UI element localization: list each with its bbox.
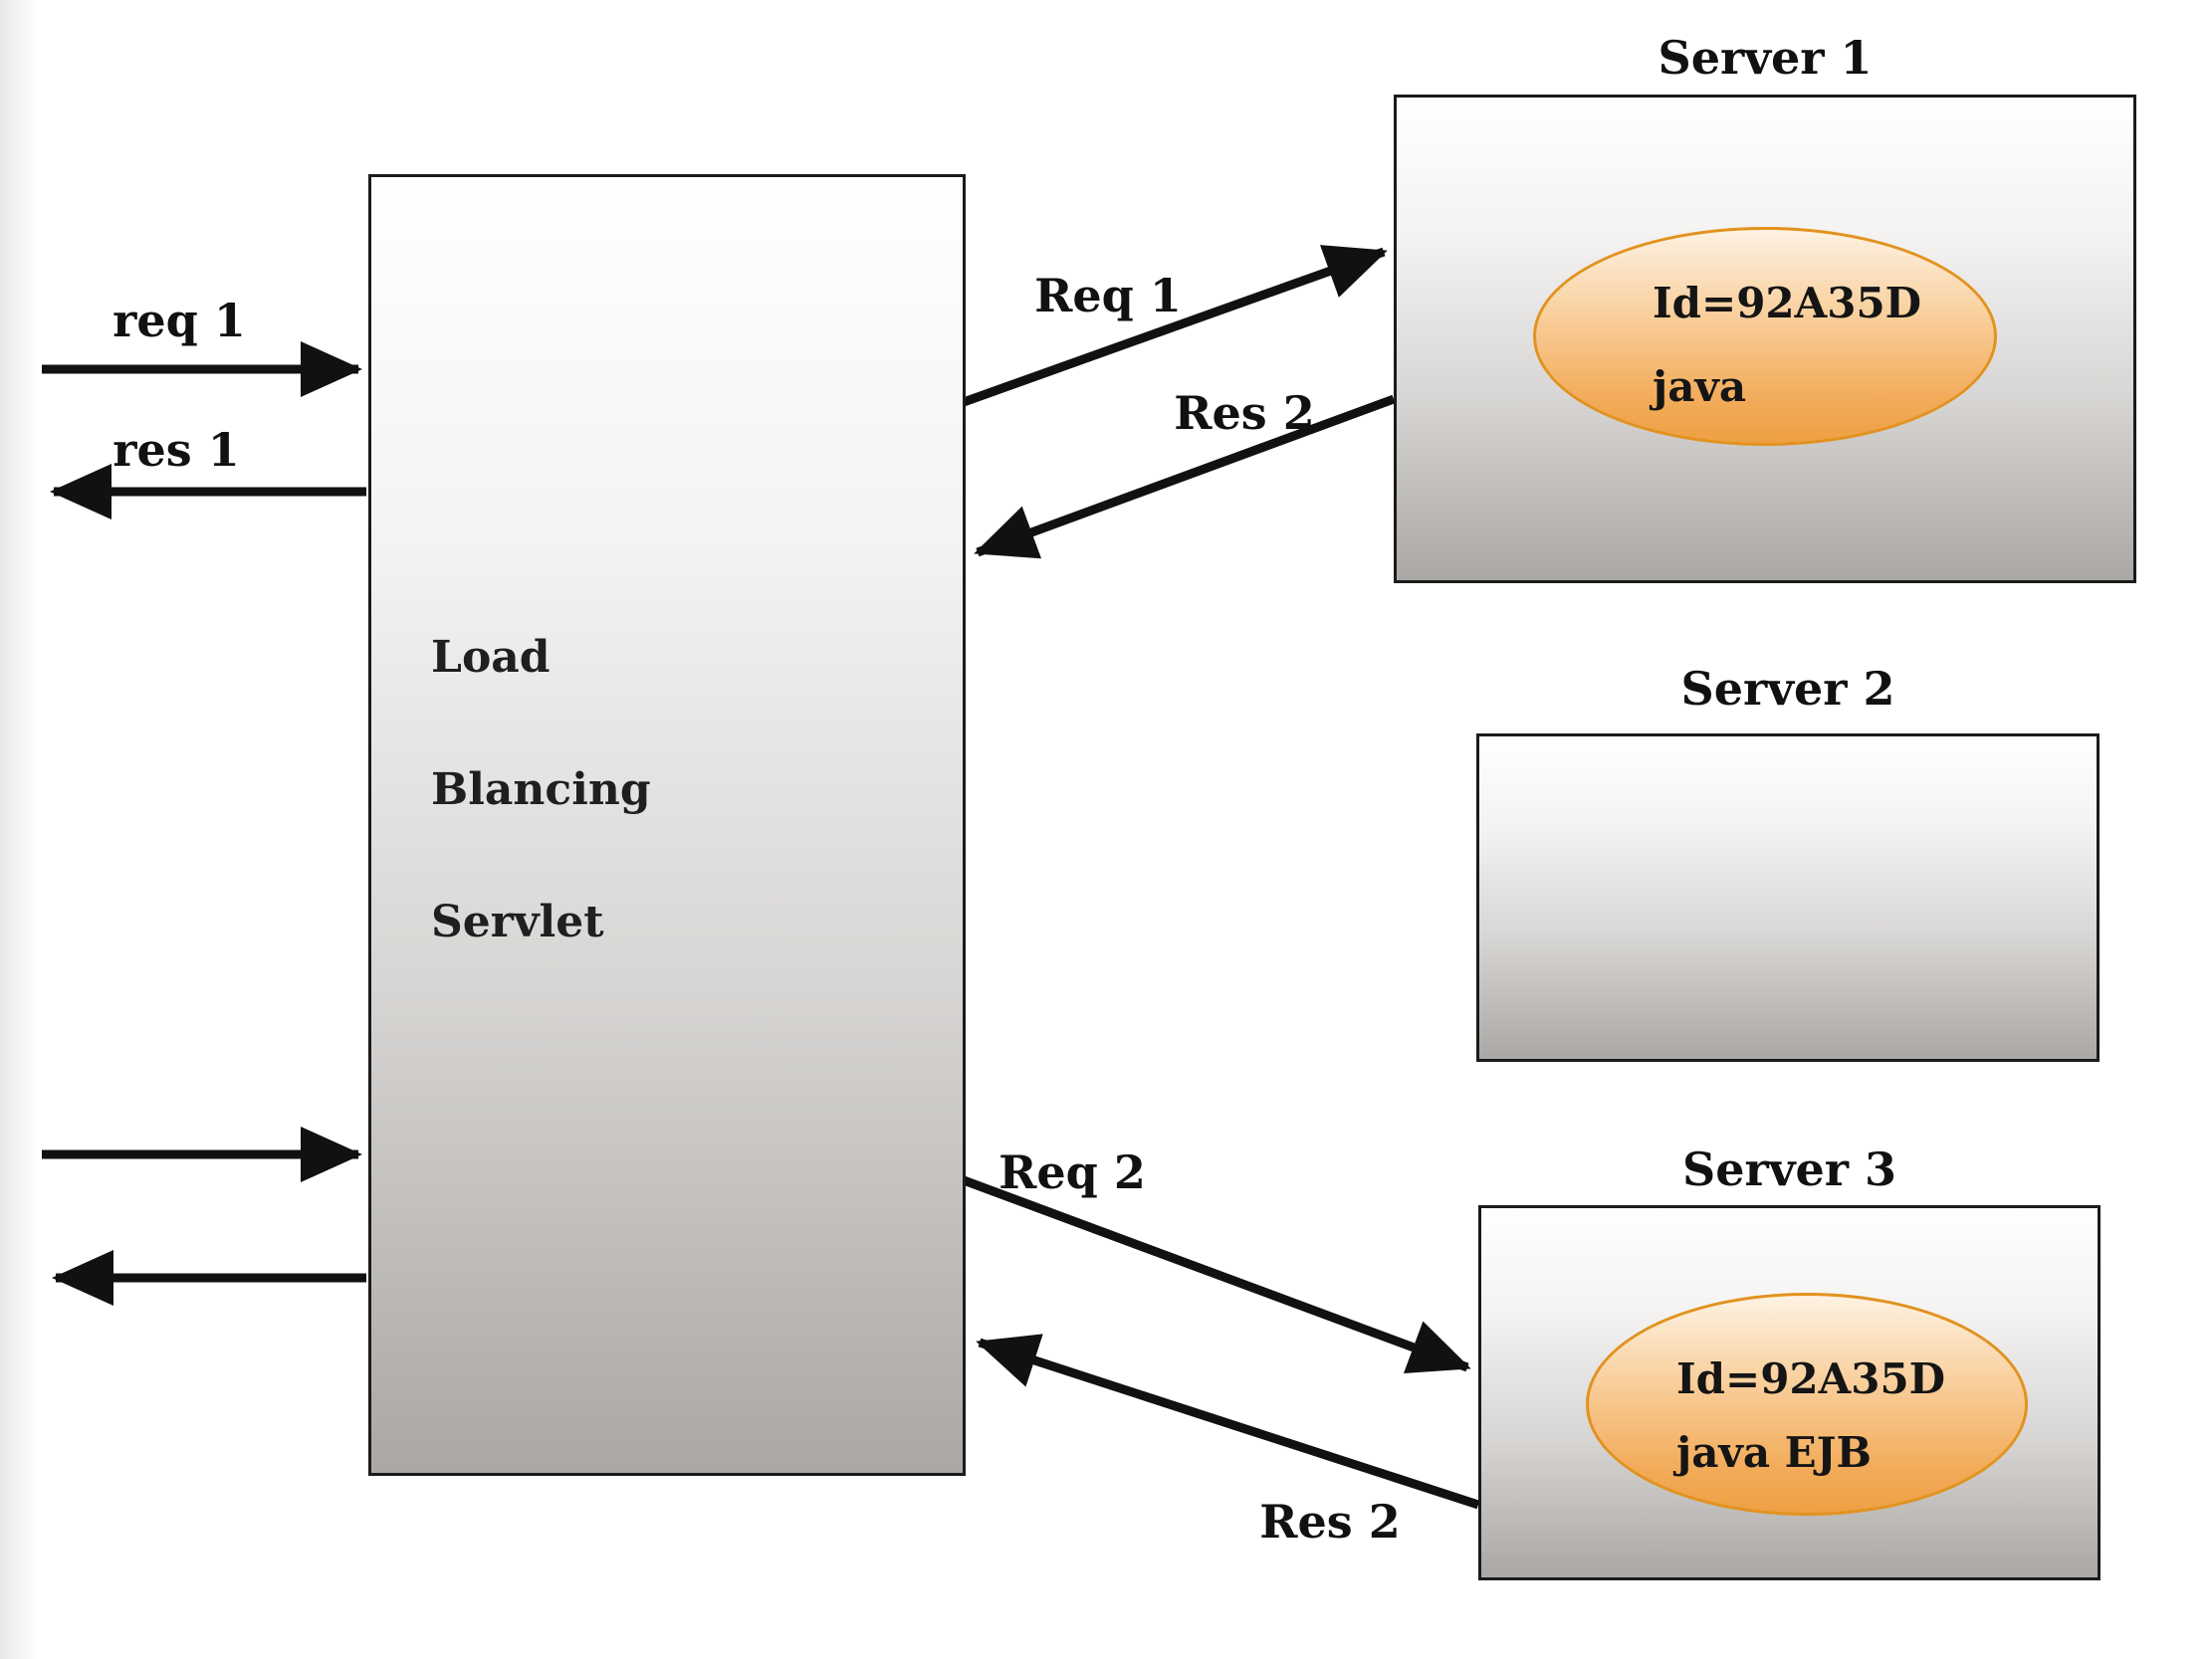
res2-top-arrow-label: Res 2: [1174, 386, 1315, 440]
req2-to-server3-arrow: [962, 1175, 1471, 1374]
server3-session-tech: java EJB: [1676, 1428, 1873, 1477]
server1-session-ellipse: Id=92A35D java: [1533, 227, 1997, 446]
client-res1-label: res 1: [112, 423, 240, 477]
server1-box: Id=92A35D java: [1394, 95, 2136, 583]
server3-session-ellipse: Id=92A35D java EJB: [1586, 1293, 2028, 1516]
server1-session-id: Id=92A35D: [1653, 279, 1922, 327]
load-balancer-label-line1: Load: [431, 632, 551, 683]
server1-session-tech: java: [1653, 362, 1747, 411]
server3-title: Server 3: [1682, 1142, 1896, 1196]
res2-bottom-arrow-label: Res 2: [1259, 1495, 1401, 1549]
client-req1-label: req 1: [112, 294, 246, 347]
req1-to-server1-arrow: [962, 245, 1388, 407]
req2-arrow-label: Req 2: [998, 1145, 1146, 1199]
load-balancer-box: Load Blancing Servlet: [368, 174, 966, 1476]
server3-session-id: Id=92A35D: [1676, 1354, 1946, 1403]
res2-from-server3-arrow: [976, 1334, 1480, 1510]
load-balancer-label-line2: Blancing: [431, 764, 651, 815]
req1-arrow-label: Req 1: [1034, 269, 1182, 322]
res2-from-server1-arrow: [974, 394, 1396, 559]
server1-title: Server 1: [1658, 31, 1873, 85]
server3-box: Id=92A35D java EJB: [1478, 1205, 2101, 1580]
server2-title: Server 2: [1680, 662, 1895, 716]
server2-box: [1476, 733, 2100, 1062]
load-balancer-label-line3: Servlet: [431, 897, 604, 947]
